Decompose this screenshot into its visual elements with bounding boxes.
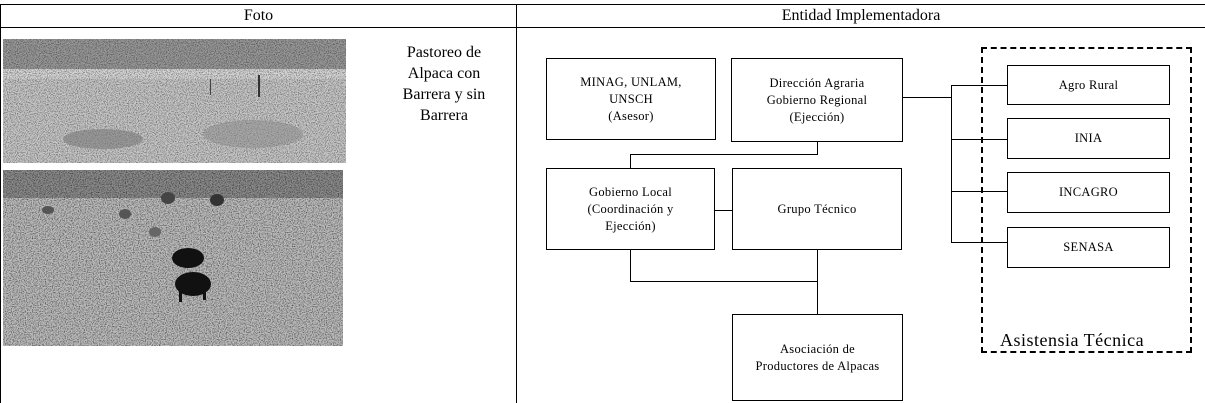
org-box-gobierno-local: Gobierno Local (Coordinación y Ejección): [546, 168, 715, 250]
org-box-grupo-tecnico: Grupo Técnico: [732, 168, 902, 250]
assist-box-agro-rural: Agro Rural: [1007, 65, 1170, 105]
org-box-asociacion-label: Asociación de Productores de Alpacas: [755, 341, 880, 373]
org-box-grupo-tecnico-label: Grupo Técnico: [777, 201, 857, 216]
photo-pasture-barrier: [3, 39, 346, 163]
header-foto: Foto: [243, 7, 274, 24]
photo-caption-text: Pastoreo de Alpaca con Barrera y sin Bar…: [402, 44, 486, 124]
header-entidad: Entidad Implementadora: [781, 7, 941, 24]
assist-box-agro-rural-label: Agro Rural: [1058, 77, 1119, 92]
photo-caption: Pastoreo de Alpaca con Barrera y sin Bar…: [374, 42, 514, 126]
org-box-asociacion: Asociación de Productores de Alpacas: [732, 314, 903, 401]
assist-box-senasa: SENASA: [1007, 227, 1170, 268]
assist-box-incagro: INCAGRO: [1007, 172, 1170, 213]
assist-box-senasa-label: SENASA: [1063, 240, 1114, 254]
assist-box-inia-label: INIA: [1074, 131, 1103, 145]
org-box-minag: MINAG, UNLAM, UNSCH (Asesor): [546, 58, 716, 140]
assistance-label: Asistensia Técnica: [1000, 330, 1145, 350]
org-box-direccion-agraria-label: Dirección Agraria Gobierno Regional (Eje…: [766, 75, 868, 124]
org-box-minag-label: MINAG, UNLAM, UNSCH (Asesor): [580, 74, 682, 123]
assistance-group: [981, 47, 1192, 353]
photo-alpacas-grazing: [3, 170, 343, 346]
assist-box-inia: INIA: [1007, 118, 1170, 159]
org-box-gobierno-local-label: Gobierno Local (Coordinación y Ejección): [587, 184, 674, 233]
org-box-direccion-agraria: Dirección Agraria Gobierno Regional (Eje…: [731, 58, 903, 142]
assist-box-incagro-label: INCAGRO: [1058, 185, 1119, 199]
